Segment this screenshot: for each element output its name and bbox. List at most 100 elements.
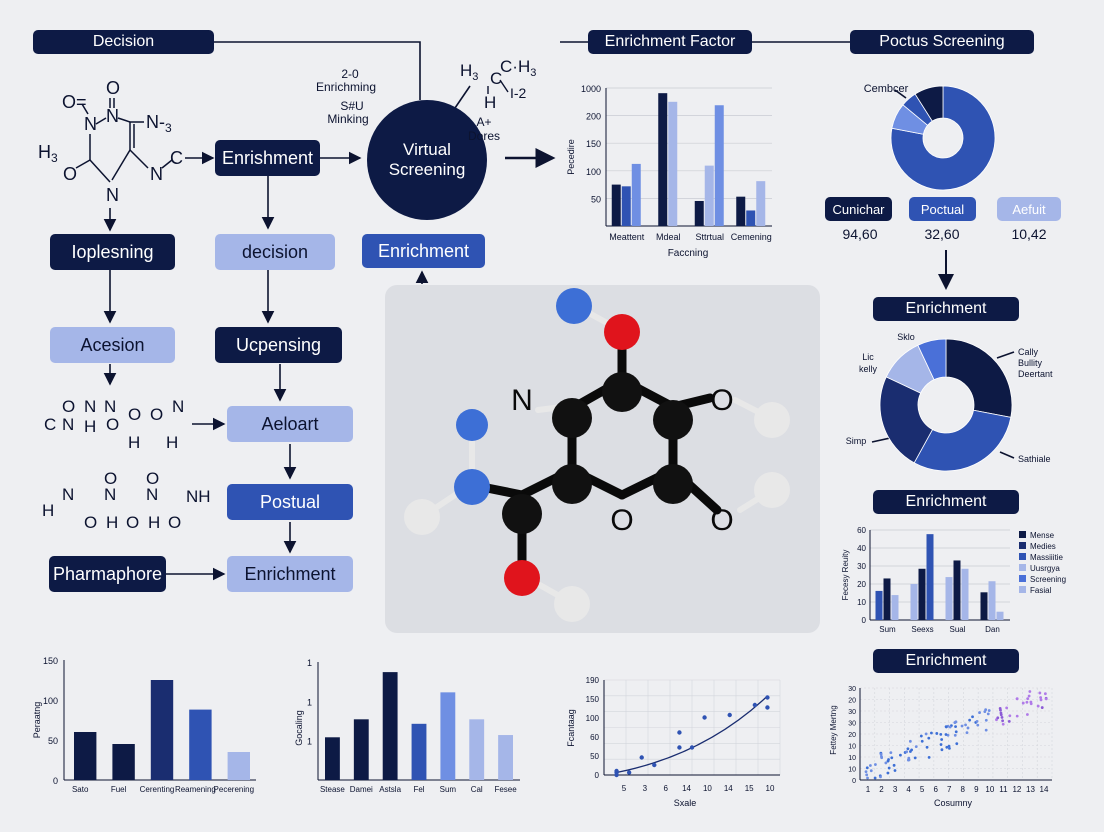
enrichment-bottom-box: Enrichment <box>227 556 353 592</box>
ytick-label: 150 <box>43 656 58 666</box>
model-atom-o1: O <box>710 384 733 417</box>
xtick-label: 8 <box>961 785 966 794</box>
pie-slice <box>879 376 934 464</box>
xtick-label: 10 <box>985 785 994 794</box>
chain2-atom-2: N <box>104 485 116 504</box>
scatter-point <box>639 755 644 760</box>
scatter-point <box>1008 714 1012 718</box>
ytick-label: 190 <box>586 676 600 685</box>
xtick-label: 6 <box>933 785 938 794</box>
scatter-point <box>1039 698 1043 702</box>
bar <box>694 200 704 226</box>
scatter-point <box>702 715 707 720</box>
atom-o2: O <box>106 78 120 98</box>
bar <box>74 732 97 780</box>
legend-swatch <box>1019 564 1026 571</box>
xtick-label: Sum <box>440 785 457 794</box>
scatter-point <box>689 745 695 750</box>
atom-o3: O <box>63 164 77 184</box>
bar <box>988 581 996 620</box>
ytick-label: 10 <box>848 767 856 774</box>
bar <box>704 165 714 226</box>
bar <box>945 577 953 620</box>
leader-cembcer <box>894 89 907 99</box>
scatter-point <box>965 731 969 735</box>
ytick-label: 1000 <box>581 84 601 94</box>
molecule-chain-2: H N O N O N NH O H O H O <box>42 469 211 532</box>
atom-h3: H3 <box>38 142 58 165</box>
scatter-point <box>908 739 912 743</box>
chain1-atom-1: N <box>84 397 96 416</box>
scatter-point <box>1027 694 1031 698</box>
xtick-label: 4 <box>906 785 911 794</box>
pie-label: Sathiale <box>1018 454 1051 464</box>
scatter-point <box>865 773 869 777</box>
scatter-point <box>953 733 957 737</box>
scatter-point <box>940 738 944 741</box>
legend-label: Screening <box>1030 575 1066 584</box>
xtick-label: 5 <box>622 784 627 793</box>
y-axis-label: Fettey Mertng <box>829 705 838 754</box>
legend-label: Fasial <box>1030 586 1052 595</box>
scatter-point <box>887 758 890 761</box>
chain2-h-1: H <box>106 513 118 532</box>
chain2-atom-5: NH <box>186 487 211 506</box>
scatter-point <box>887 766 891 770</box>
enrichment-mid-box: Enrichment <box>362 234 485 268</box>
legend-label: Uusrgya <box>1030 564 1060 573</box>
legend-label: Massiiitie <box>1030 553 1063 562</box>
ytick-label: 100 <box>43 696 58 706</box>
acesion-box: Acesion <box>50 327 175 363</box>
bar <box>498 735 513 780</box>
scatter-point <box>899 753 902 757</box>
xtick-label: 9 <box>974 785 979 794</box>
y-axis-label: Fcantaag <box>566 709 576 747</box>
scatter-point <box>924 732 928 736</box>
scatter-point <box>1028 690 1032 693</box>
bar <box>227 752 250 780</box>
note-s4u: S#U <box>340 99 363 113</box>
chain2-atom-4: N <box>146 485 158 504</box>
bar <box>875 590 883 620</box>
bar <box>189 709 212 780</box>
xtick-label: Cal <box>471 785 483 794</box>
scatter-point <box>1000 715 1004 719</box>
scatter-point <box>1039 696 1043 699</box>
bar <box>746 210 756 226</box>
atom-h3-top: H3 <box>460 61 478 83</box>
chain2-h-3: H <box>148 513 160 532</box>
atom-h-top: H <box>484 93 496 112</box>
xtick-label: 12 <box>1012 785 1021 794</box>
ytick-label: 60 <box>857 526 866 535</box>
scatter-point <box>940 748 944 752</box>
xtick-label: 5 <box>920 785 925 794</box>
bar <box>980 592 988 620</box>
scatter-point <box>1043 692 1047 696</box>
legend-swatch <box>1019 542 1026 549</box>
atom-n3: N-3 <box>146 112 172 135</box>
scatter-point <box>996 716 1000 720</box>
xtick-label: Sttrtual <box>695 232 724 242</box>
atom-i2-top: I-2 <box>510 85 527 101</box>
xtick-label: 7 <box>947 785 952 794</box>
bar <box>996 611 1004 620</box>
enrichment-factor-header: Enrichment Factor <box>588 30 752 54</box>
scatter-point <box>874 763 877 766</box>
scatter-point <box>944 733 948 736</box>
scatter-point <box>999 713 1003 717</box>
scatter-point <box>954 730 958 734</box>
scatter-point <box>910 748 914 752</box>
scatter-point <box>1036 704 1040 708</box>
bar <box>150 680 174 780</box>
pie-slice <box>945 338 1013 418</box>
xtick-label: 6 <box>663 784 668 793</box>
scatter-point <box>927 755 931 759</box>
enrichment-header-1: Enrichment <box>873 297 1019 321</box>
xtick-label: 10 <box>703 784 712 793</box>
scatter-point <box>1015 697 1019 701</box>
note-a-plus: A+ <box>476 115 491 129</box>
ytick-label: 20 <box>857 580 866 589</box>
xtick-label: Fel <box>413 785 424 794</box>
atom-n5: N <box>150 164 163 184</box>
xtick-label: Damei <box>350 785 373 794</box>
